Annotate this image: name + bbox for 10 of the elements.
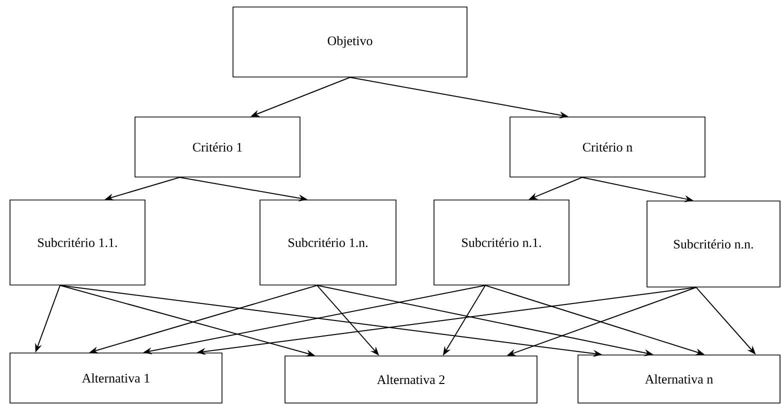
criterion-box: Critério n bbox=[510, 116, 706, 178]
criterion-box: Alternativa 2 bbox=[284, 356, 538, 404]
criterion-box: Subcritério 1.1. bbox=[10, 200, 146, 286]
criterion-box: Subcritério 1.n. bbox=[260, 200, 396, 286]
criterion-box: Subcritério n.1. bbox=[434, 200, 570, 286]
criterion-box: Subcritério n.n. bbox=[646, 200, 780, 288]
criterion-box: Objetivo bbox=[232, 6, 468, 78]
criterion-box: Critério 1 bbox=[134, 116, 300, 178]
criterion-box: Alternativa 1 bbox=[10, 352, 222, 404]
criterion-box: Alternativa n bbox=[578, 354, 780, 404]
